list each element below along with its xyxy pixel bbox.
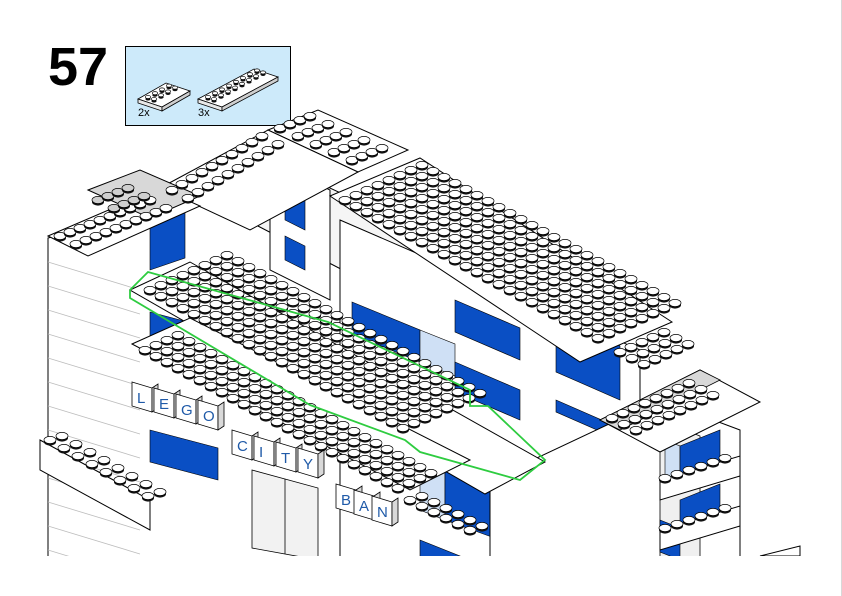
sign-letter: T <box>281 450 290 467</box>
sign-letter: Y <box>303 456 313 473</box>
sign-letter: N <box>377 504 388 521</box>
sign-letter: L <box>137 390 145 407</box>
parts-callout: 2x 3x <box>125 46 291 126</box>
sign-letter: E <box>159 396 169 413</box>
new-parts-highlight <box>129 270 547 481</box>
plate-2x8-icon <box>196 68 280 112</box>
sign-letter: O <box>203 408 215 425</box>
roof-studs <box>43 112 732 536</box>
sign-letter: C <box>237 438 248 455</box>
partial-ledge <box>759 545 801 556</box>
part-quantity-2x8: 3x <box>198 107 210 119</box>
parts-illustration <box>137 68 280 112</box>
sign-letter: G <box>181 402 193 419</box>
part-quantity-2x4: 2x <box>138 107 150 119</box>
sign-letter: A <box>359 498 369 515</box>
plate-2x4-icon <box>137 82 191 112</box>
sign-letter: I <box>259 444 263 461</box>
sign-letter: B <box>341 492 351 509</box>
step-number: 57 <box>48 37 109 97</box>
